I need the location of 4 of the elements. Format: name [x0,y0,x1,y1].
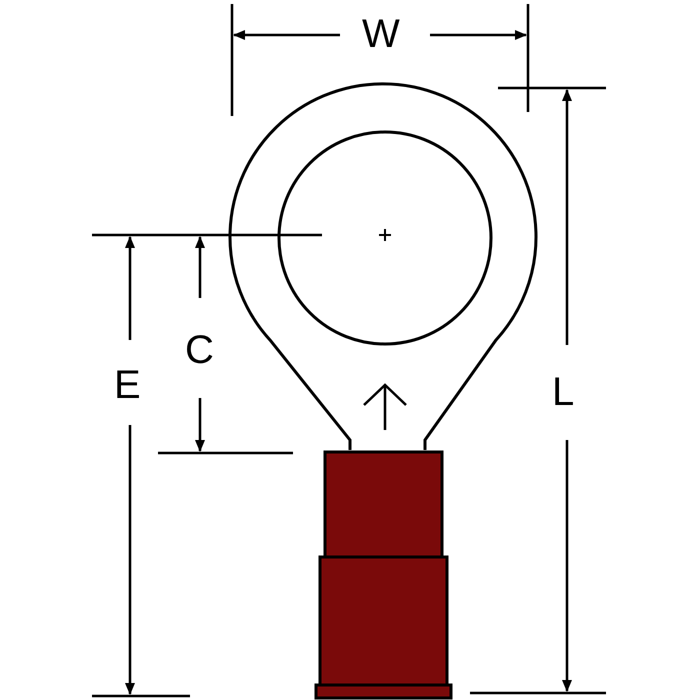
dimension-label: E [114,365,141,405]
dimension-label: C [185,330,214,370]
dimension-label: L [552,372,574,412]
dimension-label: W [362,14,400,54]
